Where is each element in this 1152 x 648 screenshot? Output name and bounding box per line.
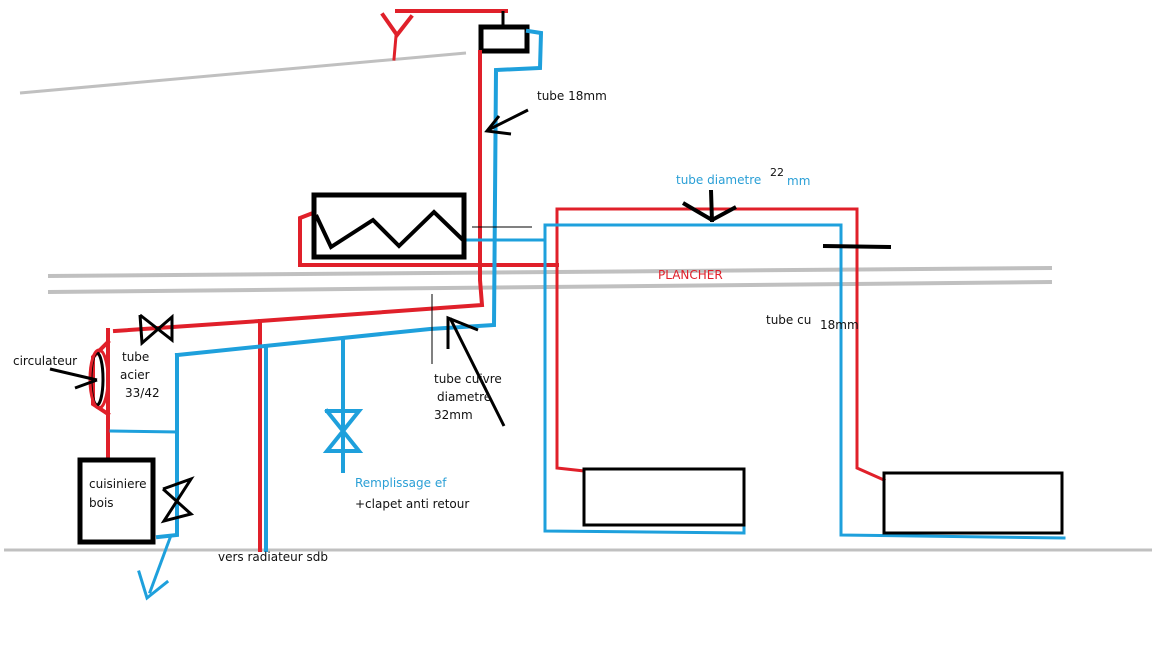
label-plancher: PLANCHER bbox=[658, 268, 723, 282]
wood-cooker bbox=[77, 457, 156, 545]
valve-return-icon bbox=[160, 476, 195, 524]
expansion-vessel bbox=[478, 24, 530, 54]
label-tube-acier-1: tube bbox=[122, 350, 150, 364]
cold-drain bbox=[148, 536, 172, 594]
label-tube-acier-3: 33/42 bbox=[125, 386, 160, 400]
vent-y-icon bbox=[380, 12, 414, 39]
cold-loop-22mm bbox=[543, 223, 1066, 540]
label-remplissage: Remplissage ef bbox=[355, 476, 447, 490]
arrow-tube-22mm-icon bbox=[681, 189, 737, 223]
label-tube-cu: tube cu bbox=[766, 313, 812, 327]
floor-line-upper bbox=[47, 266, 1053, 278]
hot-pipes bbox=[91, 50, 886, 552]
cold-crossover bbox=[109, 429, 179, 434]
fill-valve-icon bbox=[322, 408, 364, 453]
arrow-tube-cuivre-icon bbox=[446, 315, 506, 427]
heat-exchanger bbox=[311, 192, 467, 260]
label-tube-diametre: tube diametre bbox=[676, 173, 762, 187]
label-tube-acier-2: acier bbox=[120, 368, 150, 382]
arrow-circulateur-icon bbox=[49, 367, 98, 390]
valve-marker-right bbox=[822, 244, 892, 249]
hot-riser bbox=[112, 50, 485, 334]
label-circulateur: circulateur bbox=[13, 354, 78, 368]
label-cuisiniere-2: bois bbox=[89, 496, 114, 510]
hot-to-rad1 bbox=[555, 263, 586, 473]
radiator-1 bbox=[582, 467, 746, 527]
roof-line bbox=[19, 51, 467, 95]
structure-lines bbox=[4, 51, 1152, 552]
cold-to-rad1 bbox=[543, 223, 746, 535]
hot-to-exchanger bbox=[298, 210, 559, 267]
hot-loop-22mm bbox=[555, 207, 886, 482]
expansion-assembly bbox=[380, 9, 530, 61]
label-cuisiniere-1: cuisiniere bbox=[89, 477, 147, 491]
components bbox=[77, 192, 1064, 545]
label-tube-cuivre-3: 32mm bbox=[434, 408, 473, 422]
label-tube-18mm: tube 18mm bbox=[537, 89, 607, 103]
label-tube-diametre-value: 22 bbox=[770, 166, 784, 179]
label-clapet: +clapet anti retour bbox=[355, 497, 470, 511]
label-tube-cu-size: 18mm bbox=[820, 318, 859, 332]
annotation-arrows bbox=[49, 108, 737, 427]
exchanger-coil-icon bbox=[314, 209, 466, 250]
drain-y-icon bbox=[137, 570, 170, 601]
label-tube-cuivre-2: diametre bbox=[437, 390, 492, 404]
arrow-tube-18mm-icon bbox=[484, 108, 529, 136]
cold-from-vessel bbox=[174, 28, 544, 358]
cold-down-boiler bbox=[155, 353, 179, 540]
cold-pipes bbox=[109, 28, 1066, 601]
radiator-2 bbox=[882, 471, 1064, 535]
label-vers-radiateur: vers radiateur sdb bbox=[218, 550, 329, 564]
label-tube-cuivre-1: tube cuivre bbox=[434, 372, 502, 386]
valve-hot-icon bbox=[138, 313, 174, 347]
vent-y-stem bbox=[392, 34, 398, 61]
label-tube-diametre-unit: mm bbox=[787, 174, 811, 188]
floor-line-lower bbox=[47, 280, 1053, 294]
